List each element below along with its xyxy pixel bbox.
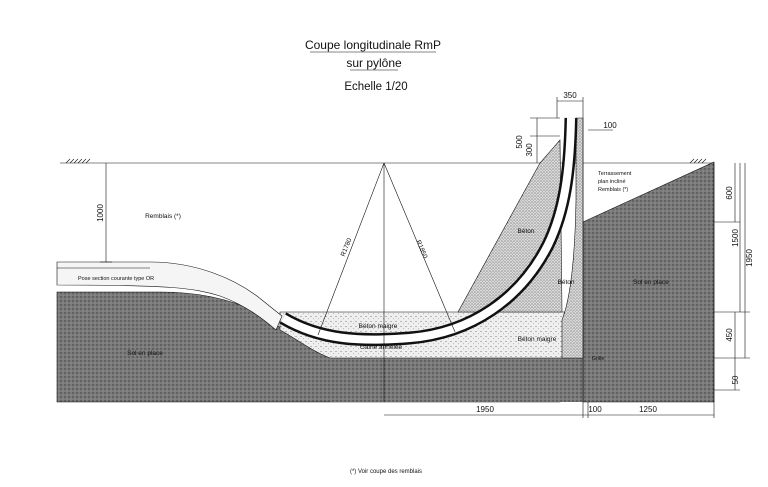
label-radius-2: R1850: [414, 239, 428, 260]
beton-column: [561, 117, 584, 359]
label-pose-section: Pose section courante type OR: [78, 276, 154, 282]
label-terrassement-2: plan incliné: [598, 179, 626, 185]
title-line-1: Coupe longitudinale RmP: [305, 38, 441, 52]
left-dimension-lines: [100, 163, 112, 263]
beton-slope-wedge: [457, 139, 563, 313]
lower-soil-band: [330, 358, 583, 402]
label-beton-slope: Béton: [518, 228, 535, 235]
dim-bottom-1950: 1950: [476, 405, 494, 414]
dim-left-1000: 1000: [96, 204, 105, 222]
label-sol-left: Sol en place: [127, 350, 163, 357]
bottom-dimension-lines: [384, 402, 714, 418]
dim-right-1500: 1500: [731, 229, 740, 247]
dim-bottom-1250: 1250: [639, 405, 657, 414]
dim-right-450: 450: [725, 328, 734, 342]
dim-right-600: 600: [725, 186, 734, 200]
radius-lines: [317, 162, 456, 402]
label-grille: Grille: [592, 356, 605, 362]
right-dimension-lines: [582, 118, 750, 418]
title-line-2: sur pylône: [346, 56, 402, 70]
footnote: (*) Voir coupe des remblais: [350, 469, 422, 475]
label-remblais: Remblais (*): [145, 213, 181, 220]
gaine-pipe-inner: [280, 117, 575, 344]
dim-top-500: 500: [515, 135, 524, 149]
ground-hatch-marks: [65, 158, 707, 164]
dim-top-100: 100: [603, 121, 617, 130]
dim-top-350: 350: [563, 91, 577, 100]
label-gaine: Gaine annelée: [360, 344, 403, 351]
label-terrassement-3: Remblais (*): [598, 187, 628, 193]
dim-bottom-100: 100: [588, 405, 602, 414]
scale-label: Echelle 1/20: [344, 81, 407, 93]
top-dimension-lines: [530, 97, 613, 163]
pose-section-band: [56, 261, 283, 331]
label-beton-maigre-right: Béton maigre: [518, 336, 557, 343]
label-beton-column: Béton: [558, 279, 575, 286]
label-sol-right: Sol en place: [633, 279, 669, 286]
dim-top-300: 300: [525, 143, 534, 157]
label-terrassement-1: Terrassement: [598, 171, 632, 177]
dim-right-50: 50: [731, 375, 740, 384]
dim-right-1950: 1950: [745, 249, 754, 267]
label-beton-maigre-center: Béton maigre: [359, 323, 398, 330]
